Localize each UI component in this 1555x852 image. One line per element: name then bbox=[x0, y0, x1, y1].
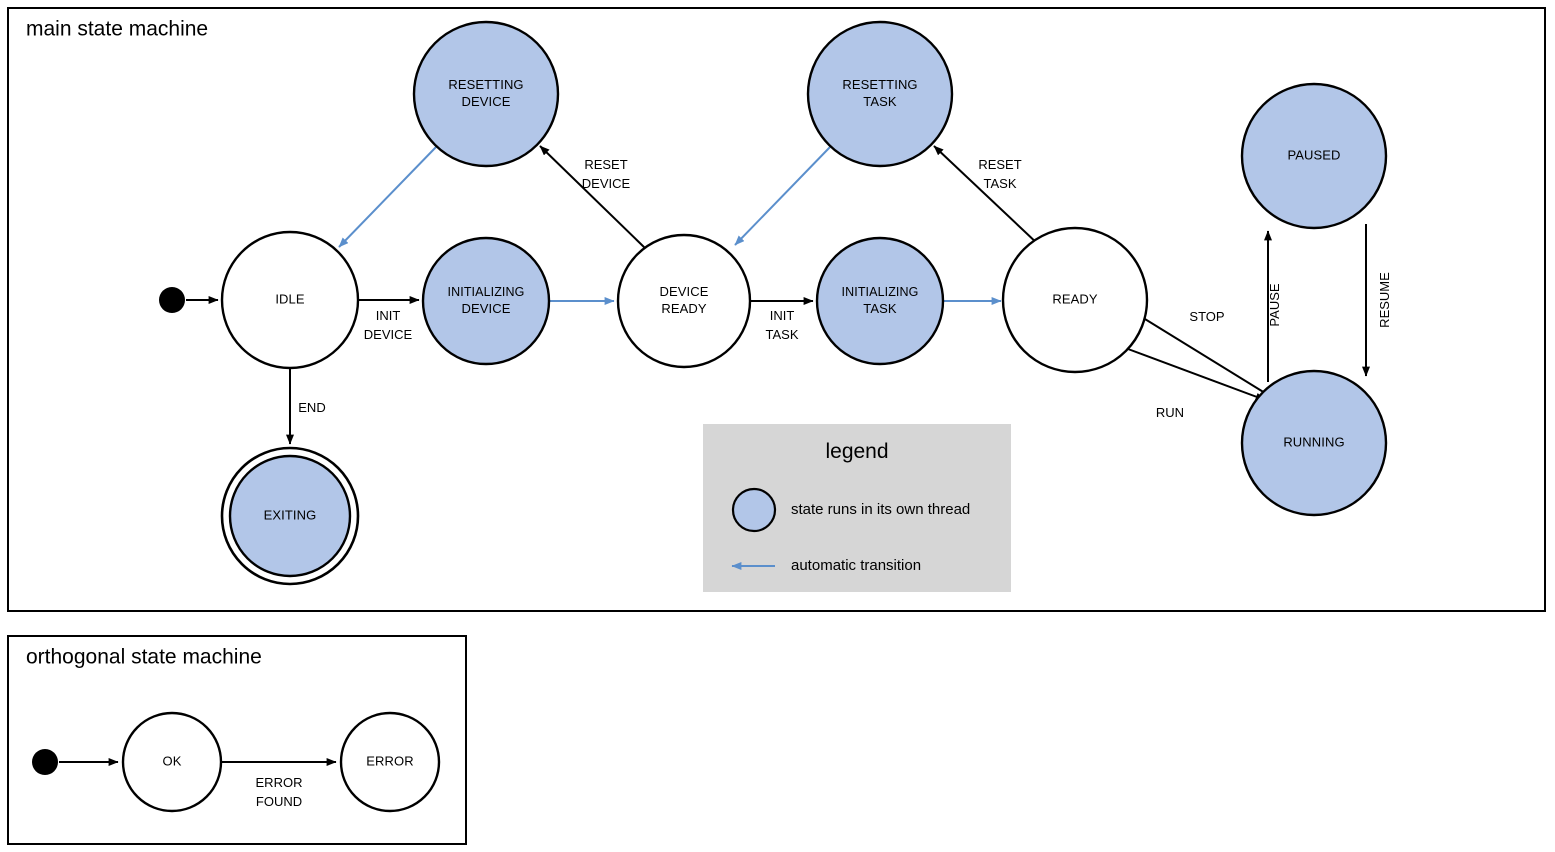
final-state-outer-ring bbox=[220, 446, 360, 586]
state-circle-ready bbox=[1001, 226, 1149, 374]
state-node-idle[interactable]: IDLE bbox=[220, 230, 360, 370]
legend-item-label: state runs in its own thread bbox=[791, 501, 970, 518]
state-circle-ortho-error bbox=[339, 711, 441, 813]
state-circle-ortho-ok bbox=[121, 711, 223, 813]
state-circle-resetting-device bbox=[412, 20, 560, 168]
transition-label-init-device: DEVICE bbox=[364, 327, 413, 342]
transition-label-init-task: TASK bbox=[766, 327, 799, 342]
state-label-idle: IDLE bbox=[275, 291, 305, 306]
state-label-resetting-device: RESETTING bbox=[448, 77, 523, 92]
transition-label-pause: PAUSE bbox=[1267, 283, 1282, 326]
transition-label-reset-task: TASK bbox=[984, 176, 1017, 191]
initial-state-dot-icon bbox=[32, 749, 58, 775]
state-label-device-ready: READY bbox=[661, 301, 707, 316]
legend-title: legend bbox=[825, 440, 888, 463]
state-label-running: RUNNING bbox=[1283, 434, 1344, 449]
transition-label-error-found: FOUND bbox=[256, 794, 302, 809]
state-label-paused: PAUSED bbox=[1287, 147, 1340, 162]
transition-arrow-stop[interactable] bbox=[1131, 310, 1266, 394]
legend-panel: legend state runs in its own thread automa… bbox=[703, 424, 1011, 592]
state-node-running[interactable]: RUNNING bbox=[1240, 369, 1388, 517]
transition-label-init-task: INIT bbox=[770, 308, 795, 323]
state-label-resetting-device: DEVICE bbox=[461, 94, 510, 109]
main-state-machine-title: main state machine bbox=[26, 18, 208, 41]
transition-arrow-reset-task[interactable] bbox=[933, 145, 1041, 247]
transition-label-stop: STOP bbox=[1189, 309, 1224, 324]
state-label-exiting: EXITING bbox=[264, 507, 317, 522]
state-circle-running bbox=[1240, 369, 1388, 517]
state-circle-device-ready bbox=[616, 233, 752, 369]
initial-state-dot-icon bbox=[159, 287, 185, 313]
state-circle-resetting-task bbox=[806, 20, 954, 168]
orthogonal-transitions-layer: ERROR FOUND bbox=[59, 758, 337, 809]
main-states-layer: IDLERESETTINGDEVICEINITIALIZINGDEVICEDEV… bbox=[159, 20, 1388, 586]
legend-thread-circle-icon bbox=[731, 487, 777, 533]
state-circle-initializing-device bbox=[421, 236, 551, 366]
transition-label-resume: RESUME bbox=[1377, 272, 1392, 328]
state-circle-paused bbox=[1240, 82, 1388, 230]
main-transitions-layer: INIT DEVICE END RESET DEVICE INIT TASK RESET TAS… bbox=[186, 145, 1392, 445]
state-node-ortho-ok[interactable]: OK bbox=[121, 711, 223, 813]
state-node-exiting[interactable]: EXITING bbox=[220, 446, 360, 586]
state-label-initializing-device: INITIALIZING bbox=[448, 285, 525, 299]
state-label-ready: READY bbox=[1052, 291, 1098, 306]
legend-item-label: automatic transition bbox=[791, 557, 921, 574]
transition-arrow-run[interactable] bbox=[1127, 348, 1266, 401]
transition-label-error-found: ERROR bbox=[256, 775, 303, 790]
state-label-resetting-task: TASK bbox=[863, 94, 897, 109]
state-circle-exiting bbox=[228, 454, 352, 578]
state-node-ready[interactable]: READY bbox=[1001, 226, 1149, 374]
state-node-initializing-device[interactable]: INITIALIZING DEVICE bbox=[421, 236, 551, 366]
state-node-ortho-start[interactable] bbox=[32, 749, 58, 775]
state-label-initializing-task: TASK bbox=[863, 301, 897, 316]
state-node-device-ready[interactable]: DEVICE READY bbox=[616, 233, 752, 369]
state-label-ortho-error: ERROR bbox=[366, 753, 413, 768]
state-node-initializing-task[interactable]: INITIALIZING TASK bbox=[815, 236, 945, 366]
transition-label-init-device: INIT bbox=[376, 308, 401, 323]
state-node-resetting-task[interactable]: RESETTING TASK bbox=[806, 20, 954, 168]
orthogonal-state-machine-title: orthogonal state machine bbox=[26, 646, 262, 669]
transition-label-reset-device: RESET bbox=[584, 157, 627, 172]
state-node-resetting-device[interactable]: RESETTING DEVICE bbox=[412, 20, 560, 168]
transition-label-reset-device: DEVICE bbox=[582, 176, 631, 191]
state-label-device-ready: DEVICE bbox=[659, 284, 708, 299]
transition-label-reset-task: RESET bbox=[978, 157, 1021, 172]
state-label-ortho-ok: OK bbox=[163, 753, 182, 768]
state-node-start[interactable] bbox=[159, 287, 185, 313]
orthogonal-states-layer: OK ERROR bbox=[32, 711, 441, 813]
transition-label-end: END bbox=[298, 400, 325, 415]
transition-label-run: RUN bbox=[1156, 405, 1184, 420]
transition-arrow-reset-device[interactable] bbox=[539, 145, 647, 250]
state-label-resetting-task: RESETTING bbox=[842, 77, 917, 92]
state-node-ortho-error[interactable]: ERROR bbox=[339, 711, 441, 813]
state-node-paused[interactable]: PAUSED bbox=[1240, 82, 1388, 230]
transition-arrow-resetting-task-to-ready[interactable] bbox=[734, 145, 832, 246]
state-label-initializing-device: DEVICE bbox=[461, 301, 510, 316]
state-circle-initializing-task bbox=[815, 236, 945, 366]
state-label-initializing-task: INITIALIZING bbox=[842, 285, 919, 299]
state-circle-idle bbox=[220, 230, 360, 370]
transition-arrow-resetting-to-idle[interactable] bbox=[338, 145, 438, 248]
